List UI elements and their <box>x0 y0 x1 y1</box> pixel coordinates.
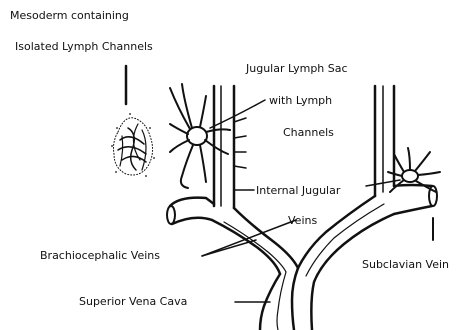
mesoderm-lymph-channels <box>111 66 155 177</box>
label-subclavian-vein: Subclavian Vein <box>362 258 449 271</box>
label-internal-jugular: Internal Jugular <box>256 184 340 197</box>
label-superior-vena-cava: Superior Vena Cava <box>79 295 187 308</box>
superior-vena-cava <box>260 268 298 330</box>
label-jugular-lymph-sac: Jugular Lymph Sac <box>246 62 348 75</box>
label-veins: Veins <box>288 214 317 227</box>
label-with-lymph: with Lymph <box>269 94 332 107</box>
label-brachiocephalic-veins: Brachiocephalic Veins <box>40 249 160 262</box>
right-internal-jugular-vein <box>375 86 394 196</box>
label-channels: Channels <box>283 126 334 139</box>
left-brachiocephalic-vein <box>167 198 298 274</box>
